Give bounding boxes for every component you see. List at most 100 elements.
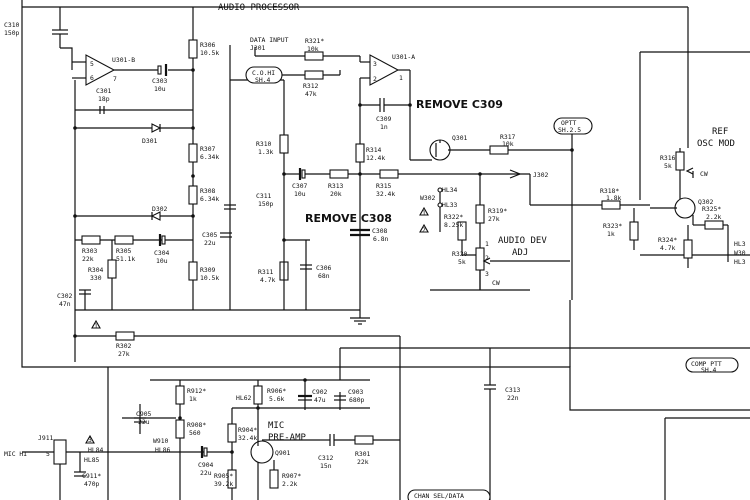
c308-label: C308: [372, 227, 388, 235]
c305-value: 22u: [204, 239, 216, 247]
u301b-pin7: 7: [113, 75, 117, 83]
r325-body: [704, 220, 724, 230]
j911-label: J911: [38, 434, 54, 442]
q301-label: Q301: [452, 134, 468, 142]
r313-label: R313: [328, 182, 344, 190]
c311-value: 150p: [258, 200, 274, 208]
c312-label: C312: [318, 454, 334, 462]
r301-body: [354, 435, 374, 445]
r318-label: R318*: [600, 187, 619, 195]
optt-connector: [553, 117, 593, 135]
j301-label: J301: [250, 44, 266, 52]
r315-body: [379, 169, 399, 179]
r303-value: 22k: [82, 255, 94, 263]
c902-value: 47u: [314, 396, 326, 404]
q901-symbol: [250, 440, 274, 464]
r313-body: [329, 169, 349, 179]
comp-ptt-connector: [685, 357, 739, 373]
j911-connector: [53, 439, 67, 465]
r305-label: R305: [116, 247, 132, 255]
r310-body: [279, 134, 289, 154]
r313-value: 20k: [330, 190, 342, 198]
marker-4: 3: [88, 436, 92, 444]
r303-body: [81, 235, 101, 245]
r905-body: [227, 469, 237, 489]
c911-label: C911*: [82, 472, 101, 480]
r311-label: R311: [258, 268, 274, 276]
r308-value: 6.34k: [200, 195, 219, 203]
c302-value: 47n: [59, 300, 71, 308]
r908-label: R908*: [187, 421, 206, 429]
u301a-label: U301-A: [392, 53, 415, 61]
r319-body: [475, 204, 485, 224]
w30-label: W30: [734, 249, 746, 257]
c304-value: 10u: [156, 257, 168, 265]
u301a-pin3: 3: [373, 60, 377, 68]
r310-label: R310: [256, 140, 272, 148]
c911-value: 470p: [84, 480, 100, 488]
r907-label: R907*: [282, 472, 301, 480]
marker-1: 1: [94, 322, 98, 330]
r325-value: 2.2k: [706, 213, 722, 221]
r306-body: [188, 39, 198, 59]
r307-body: [188, 143, 198, 163]
r906-label: R906*: [267, 387, 286, 395]
r314-body: [355, 143, 365, 163]
q302-symbol: [674, 197, 696, 219]
middle-section: [193, 45, 530, 311]
r323-body: [629, 221, 639, 241]
j302-label: J302: [533, 171, 549, 179]
hl84-label: HL84: [88, 446, 104, 454]
c306-label: C306: [316, 264, 332, 272]
r320-pin3: 3: [485, 270, 489, 278]
r316-label: R316: [660, 154, 676, 162]
c903-value: 680p: [349, 396, 365, 404]
r317-value: 10k: [502, 140, 514, 148]
hl86-label: HL86: [155, 446, 171, 454]
chan-sel-label: CHAN SEL/DATA: [414, 492, 464, 500]
c309-label: C309: [376, 115, 392, 123]
ref-osc-label-2: OSC MOD: [697, 139, 735, 149]
r323-value: 1k: [607, 230, 615, 238]
comp-ptt-sheet: SH.4: [701, 366, 717, 374]
title: AUDIO PROCESSOR: [218, 3, 300, 13]
c313-value: 22n: [507, 394, 519, 402]
r322-label: R322*: [444, 213, 463, 221]
r904-body: [227, 423, 237, 443]
chan-sel-connector: [407, 489, 491, 500]
r912-value: 1k: [189, 395, 197, 403]
r314-label: R314: [366, 146, 382, 154]
q301-section: [410, 117, 650, 300]
r305-value: 51.1k: [116, 255, 135, 263]
cw-label-2: CW: [700, 170, 708, 178]
r324-body: [683, 239, 693, 259]
r307-label: R307: [200, 145, 216, 153]
audio-dev-label: AUDIO DEV: [498, 236, 547, 246]
r325-label: R325*: [702, 205, 721, 213]
r306-label: R306: [200, 41, 216, 49]
c301-label: C301: [96, 87, 112, 95]
r319-label: R319*: [488, 207, 507, 215]
r315-label: R315: [376, 182, 392, 190]
u301b-section: [52, 7, 400, 362]
hl33-label: HL33: [442, 201, 458, 209]
c312-value: 15n: [320, 462, 332, 470]
audio-dev-section: [419, 172, 570, 291]
r906-body: [253, 385, 263, 405]
r309-label: R309: [200, 266, 216, 274]
q302-label: Q302: [698, 198, 714, 206]
r323-label: R323*: [603, 222, 622, 230]
hl62-label: HL62: [236, 394, 252, 402]
r301-label: R301: [355, 450, 371, 458]
r309-value: 10.5k: [200, 274, 219, 282]
r316-value: 5k: [664, 162, 672, 170]
r904-value: 32.4k: [238, 434, 257, 442]
r321-value: 10k: [307, 45, 319, 53]
c303-value: 10u: [154, 85, 166, 93]
w910-label: W910: [153, 437, 169, 445]
c311-label: C311: [256, 192, 272, 200]
r320-pin2: 2: [485, 254, 489, 262]
c904-value: 22u: [200, 469, 212, 477]
r316-body: [675, 151, 685, 171]
